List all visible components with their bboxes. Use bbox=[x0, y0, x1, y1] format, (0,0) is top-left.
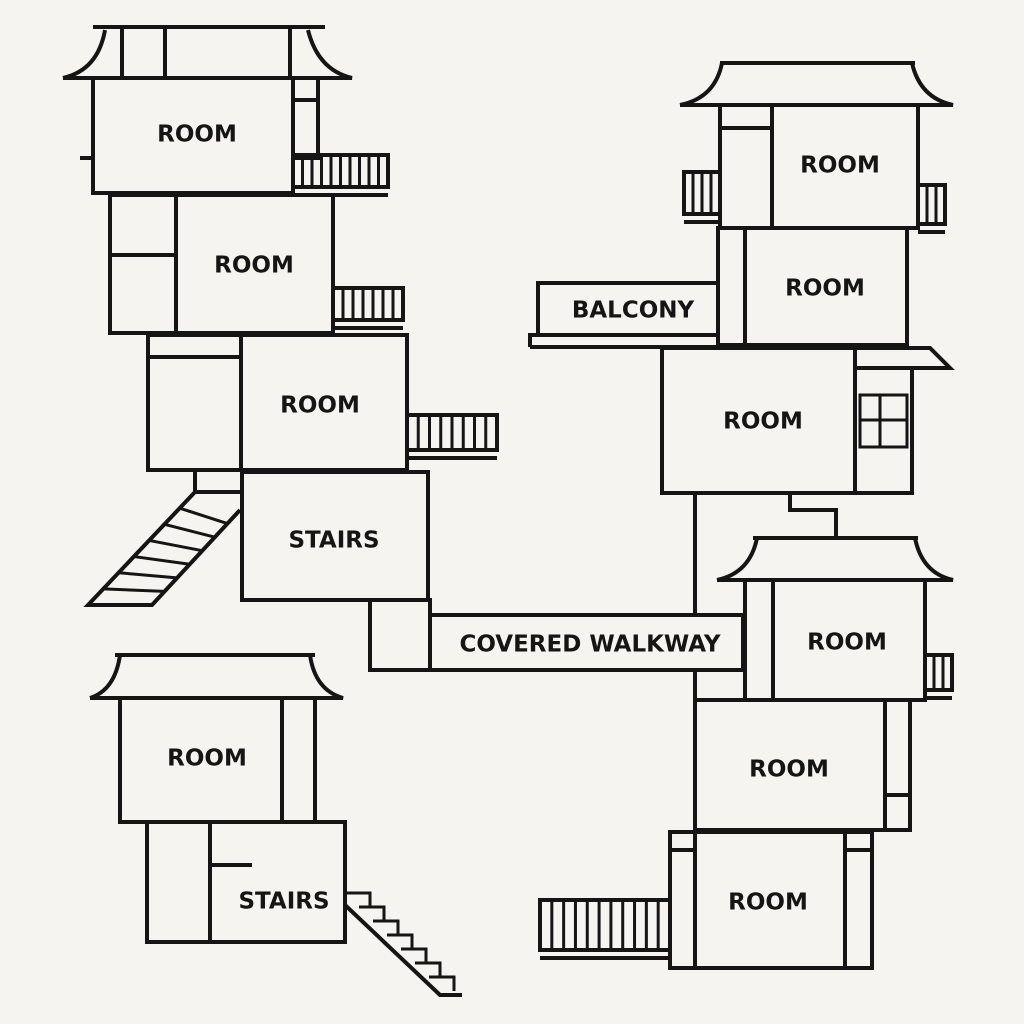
exterior-steps-icon bbox=[343, 891, 462, 997]
step bbox=[429, 975, 456, 991]
stairs-label: STAIRS bbox=[288, 528, 379, 554]
room-label: ROOM bbox=[157, 122, 237, 148]
step bbox=[415, 961, 442, 977]
stair-stringer bbox=[343, 903, 462, 997]
step bbox=[359, 905, 386, 921]
step bbox=[387, 933, 414, 949]
room-label: ROOM bbox=[214, 253, 294, 279]
step bbox=[345, 891, 372, 907]
step bbox=[401, 947, 428, 963]
room-label: ROOM bbox=[807, 630, 887, 656]
room-label: ROOM bbox=[749, 757, 829, 783]
railing bbox=[682, 170, 722, 224]
railing bbox=[538, 898, 672, 960]
right-top-roof bbox=[679, 61, 954, 107]
room-label: ROOM bbox=[280, 393, 360, 419]
balcony: BALCONY bbox=[528, 281, 720, 349]
left-room-2: ROOM bbox=[108, 193, 335, 335]
ladder-rung bbox=[179, 506, 228, 525]
ladder-rung bbox=[148, 538, 203, 553]
right-room-3: ROOM bbox=[660, 346, 955, 495]
ladder-rung bbox=[118, 571, 178, 580]
room-label: ROOM bbox=[723, 409, 803, 435]
step bbox=[373, 919, 400, 935]
bottom-roof bbox=[89, 653, 344, 700]
room-label: ROOM bbox=[728, 890, 808, 916]
room-label: ROOM bbox=[167, 746, 247, 772]
room-label: ROOM bbox=[785, 276, 865, 302]
balcony-label: BALCONY bbox=[572, 298, 695, 324]
left-stairs-room: STAIRS bbox=[240, 470, 430, 602]
exterior-stairs-icon bbox=[83, 470, 242, 607]
railing-frame bbox=[331, 286, 405, 322]
right-room-1: ROOM bbox=[718, 103, 920, 230]
ladder-rung bbox=[164, 522, 216, 539]
connector bbox=[693, 493, 838, 615]
ladder-rung bbox=[103, 587, 165, 593]
room-label: ROOM bbox=[800, 153, 880, 179]
railing bbox=[331, 286, 405, 330]
walkway-label: COVERED WALKWAY bbox=[459, 632, 720, 658]
bottom-room: ROOM bbox=[118, 696, 317, 824]
railing-frame bbox=[538, 898, 672, 952]
ladder-rung bbox=[133, 555, 190, 566]
bottom-stairs-room: STAIRS bbox=[145, 820, 347, 944]
railing bbox=[923, 653, 954, 700]
right-mid-roof bbox=[716, 536, 954, 582]
right-room-6: ROOM bbox=[668, 830, 874, 970]
railing bbox=[405, 413, 499, 460]
railing-frame bbox=[923, 653, 954, 692]
railing bbox=[916, 183, 947, 234]
left-top-roof bbox=[62, 25, 353, 80]
railing-frame bbox=[916, 183, 947, 226]
stairs-label: STAIRS bbox=[238, 889, 329, 915]
